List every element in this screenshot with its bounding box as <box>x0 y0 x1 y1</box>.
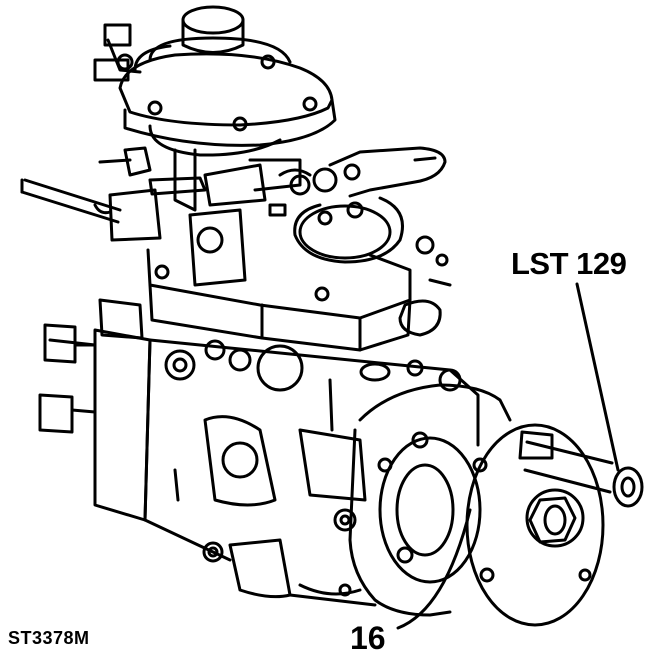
tool-label: LST 129 <box>511 246 627 281</box>
part-leader-line <box>396 508 472 630</box>
tool-leader-line <box>575 282 620 472</box>
part-number-label: 16 <box>350 620 386 656</box>
diaphragm-housing <box>93 5 337 157</box>
drive-flange <box>348 383 512 617</box>
main-pump-body <box>38 323 480 607</box>
figure-code: ST3378M <box>8 628 90 648</box>
control-lever-assembly <box>20 146 449 287</box>
upper-pump-body <box>98 248 452 352</box>
